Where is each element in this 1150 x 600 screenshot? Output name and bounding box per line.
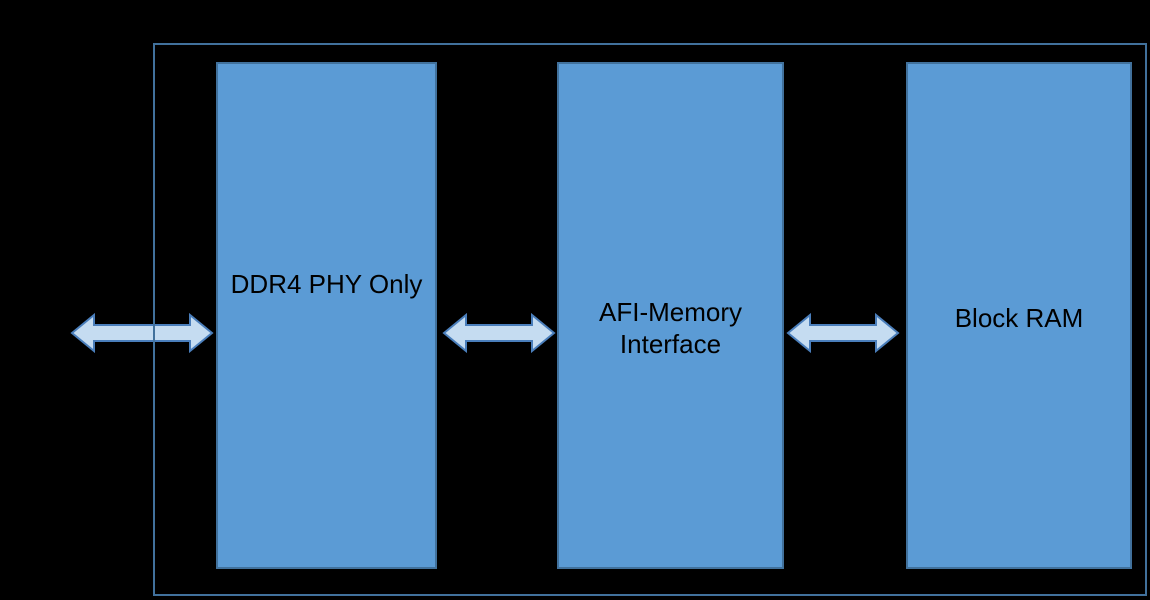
block-label-line: DDR4 PHY Only xyxy=(230,269,423,299)
block-label-line: AFI-Memory xyxy=(599,297,742,327)
block-label-afi-memory-interface: AFI-Memory Interface xyxy=(559,296,782,360)
block-afi-memory-interface: AFI-Memory Interface xyxy=(557,62,784,569)
double-arrow-icon xyxy=(70,313,214,353)
block-label-line: Interface xyxy=(619,329,722,359)
block-label-line: Block RAM xyxy=(954,303,1084,333)
block-label-block-ram: Block RAM xyxy=(908,302,1130,334)
block-ddr4-phy-only: DDR4 PHY Only xyxy=(216,62,437,569)
double-arrow-icon xyxy=(442,313,556,353)
block-block-ram: Block RAM xyxy=(906,62,1132,569)
block-label-ddr4-phy-only: DDR4 PHY Only xyxy=(218,268,435,300)
bidirectional-arrow-external-to-ddr4-phy xyxy=(70,313,214,353)
bidirectional-arrow-afi-memory-to-block-ram xyxy=(786,313,900,353)
bidirectional-arrow-ddr4-phy-to-afi-memory xyxy=(442,313,556,353)
double-arrow-icon xyxy=(786,313,900,353)
